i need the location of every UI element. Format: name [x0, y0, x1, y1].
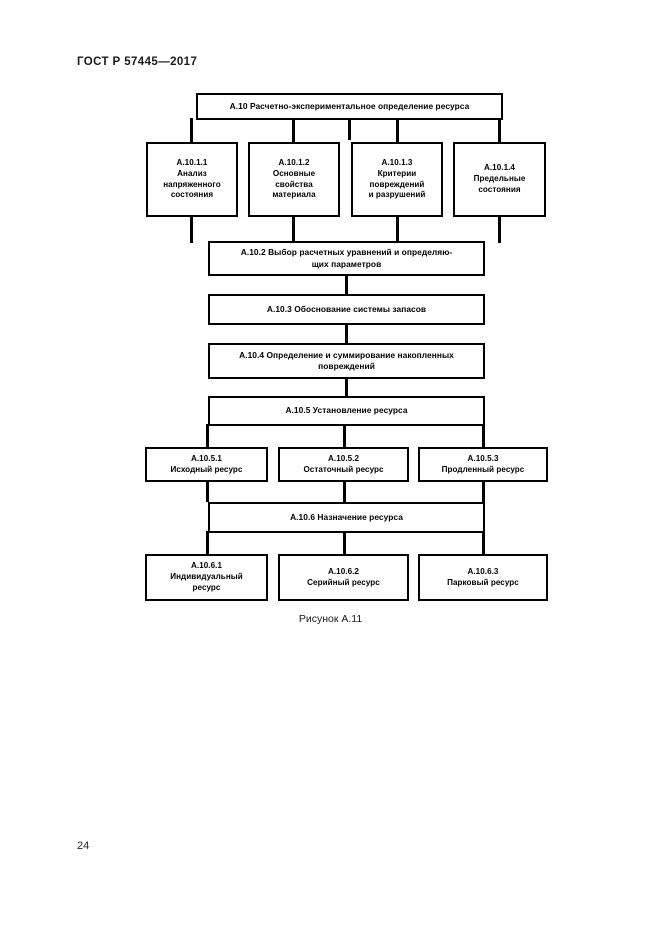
node-a1062[interactable]: А.10.6.2 Серийный ресурс: [278, 554, 409, 601]
node-a106[interactable]: А.10.6 Назначение ресурса: [208, 502, 485, 533]
connector-a106-to-a1063: [482, 531, 485, 554]
connector-a1012-to-a102: [292, 215, 295, 243]
node-a1011[interactable]: А.10.1.1 Анализ напряженного состояния: [146, 142, 238, 217]
node-a102[interactable]: А.10.2 Выбор расчетных уравнений и опред…: [208, 241, 485, 276]
node-a1013-label: А.10.1.3 Критерии повреждений и разрушен…: [368, 158, 426, 200]
connector-a1053-to-a106: [482, 480, 485, 502]
connector-a103-to-a104: [345, 323, 348, 343]
connector-a1011-to-a102: [190, 215, 193, 243]
node-a102-label: А.10.2 Выбор расчетных уравнений и опред…: [240, 247, 453, 269]
node-a1051-label: А.10.5.1 Исходный ресурс: [170, 453, 243, 474]
node-a106-label: А.10.6 Назначение ресурса: [290, 511, 403, 522]
node-a1013[interactable]: А.10.1.3 Критерии повреждений и разрушен…: [351, 142, 443, 217]
node-a1062-label: А.10.6.2 Серийный ресурс: [307, 566, 380, 587]
connector-a106-to-a1061: [206, 531, 209, 554]
node-a103-label: А.10.3 Обоснование системы запасов: [266, 303, 427, 314]
node-a1052[interactable]: А.10.5.2 Остаточный ресурс: [278, 447, 409, 482]
node-a1011-label: А.10.1.1 Анализ напряженного состояния: [163, 158, 221, 200]
connector-a105-to-a1052: [343, 424, 346, 447]
node-a10[interactable]: А.10 Расчетно-экспериментальное определе…: [196, 93, 503, 120]
node-a104-label: А.10.4 Определение и суммирование накопл…: [239, 349, 454, 371]
connector-a105-to-a1053: [482, 424, 485, 447]
page-number: 24: [77, 840, 90, 852]
node-a104[interactable]: А.10.4 Определение и суммирование накопл…: [208, 343, 485, 379]
node-a10-label: А.10 Расчетно-экспериментальное определе…: [229, 100, 470, 111]
connector-a1013-to-a102: [396, 215, 399, 243]
node-a105[interactable]: А.10.5 Установление ресурса: [208, 396, 485, 426]
connector-a1014-to-a102: [498, 215, 501, 243]
node-a1052-label: А.10.5.2 Остаточный ресурс: [303, 453, 384, 474]
node-a1061[interactable]: А.10.6.1 Индивидуальный ресурс: [145, 554, 268, 601]
node-a1012[interactable]: А.10.1.2 Основные свойства материала: [248, 142, 340, 217]
node-a1014[interactable]: А.10.1.4 Предельные состояния: [453, 142, 546, 217]
node-a1061-label: А.10.6.1 Индивидуальный ресурс: [170, 561, 243, 592]
node-a1051[interactable]: А.10.5.1 Исходный ресурс: [145, 447, 268, 482]
connector-a104-to-a105: [345, 377, 348, 396]
connector-a10-to-a1014: [498, 118, 501, 144]
connector-a10-to-a1012: [292, 118, 295, 144]
node-a1053[interactable]: А.10.5.3 Продленный ресурс: [418, 447, 548, 482]
figure-caption: Рисунок А.11: [298, 613, 363, 625]
connector-a10-to-a1011: [190, 118, 193, 144]
node-a1012-label: А.10.1.2 Основные свойства материала: [272, 158, 316, 200]
node-a103[interactable]: А.10.3 Обоснование системы запасов: [208, 294, 485, 325]
connector-a105-to-a1051: [206, 424, 209, 447]
connector-a10-to-a1013: [396, 118, 399, 144]
node-a1014-label: А.10.1.4 Предельные состояния: [473, 163, 526, 194]
node-a1063-label: А.10.6.3 Парковый ресурс: [447, 566, 519, 587]
node-a1053-label: А.10.5.3 Продленный ресурс: [441, 453, 525, 474]
connector-a1052-to-a106: [343, 480, 346, 502]
connector-a10-to-row1: [348, 118, 351, 140]
page-header-standard-number: ГОСТ Р 57445—2017: [77, 56, 198, 68]
node-a105-label: А.10.5 Установление ресурса: [285, 405, 408, 416]
connector-a1051-to-a106: [206, 480, 209, 502]
connector-a106-to-a1062: [343, 531, 346, 554]
node-a1063[interactable]: А.10.6.3 Парковый ресурс: [418, 554, 548, 601]
connector-a102-to-a103: [345, 274, 348, 294]
